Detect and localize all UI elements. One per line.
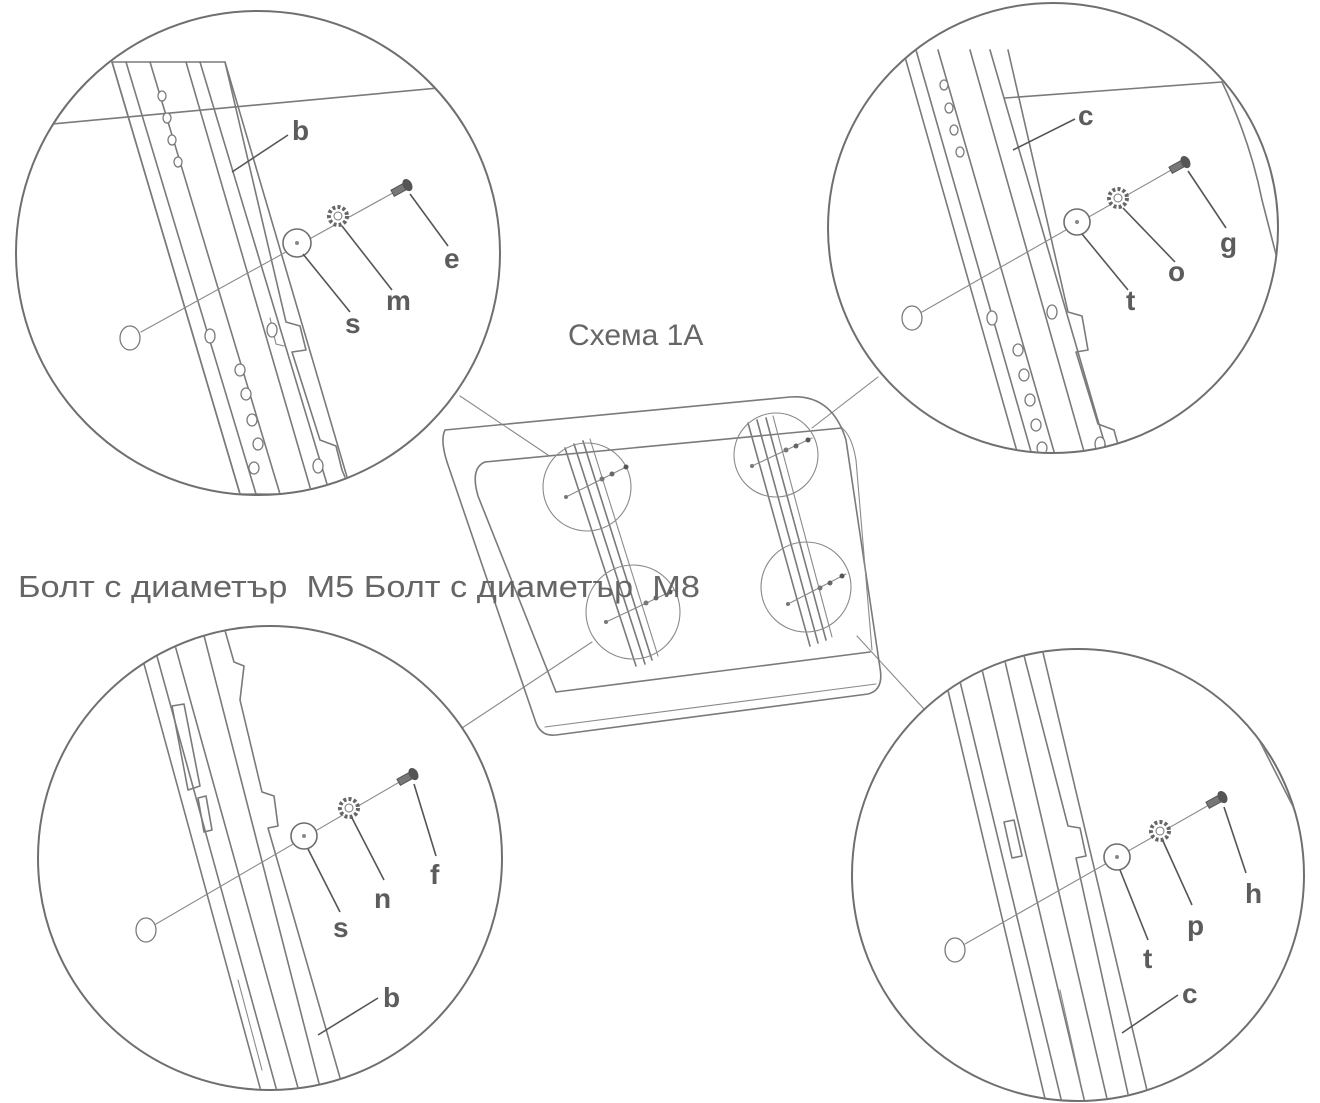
mount-point-top-right xyxy=(733,412,819,498)
leader-nut xyxy=(351,817,385,881)
leader-nut xyxy=(1162,840,1193,906)
bracket-holes xyxy=(939,79,1106,452)
label-bolt: e xyxy=(444,243,460,274)
panel-hole xyxy=(901,305,923,331)
bracket-slot xyxy=(197,795,213,833)
panel-top-face-edge xyxy=(484,427,843,463)
leader-washer xyxy=(302,253,351,313)
label-bracket: c xyxy=(1078,100,1094,131)
diagram-title: Схема 1А xyxy=(568,319,703,352)
zoom-circle xyxy=(827,2,1279,454)
leader-bracket xyxy=(231,134,289,173)
center-bracket-left xyxy=(564,438,659,667)
bracket xyxy=(131,627,346,1089)
label-nut: m xyxy=(386,285,411,316)
mount-point-top-left xyxy=(542,442,632,532)
bolt xyxy=(390,178,413,198)
leader-nut xyxy=(341,225,393,291)
assembly-axis xyxy=(964,800,1217,945)
center-bracket-right xyxy=(747,415,833,647)
bracket xyxy=(935,650,1151,1100)
bolt-diameter-caption: Болт с диаметър М5 Болт с диаметър М8 xyxy=(18,569,700,604)
label-bolt: f xyxy=(430,859,440,890)
bolt xyxy=(1168,155,1191,175)
detail-top-right: c t o g xyxy=(827,2,1279,454)
leader-nut xyxy=(1122,207,1176,263)
leader-washer xyxy=(1081,233,1129,291)
panel-bevel-edge xyxy=(1221,81,1277,271)
nut xyxy=(327,205,349,227)
assembly-axis xyxy=(921,164,1181,313)
panel-edge-line xyxy=(1004,81,1223,99)
panel-bottom-edge xyxy=(544,683,877,728)
panel-left-bevel xyxy=(474,461,557,693)
washer xyxy=(290,822,318,850)
label-washer: t xyxy=(1143,943,1152,974)
assembly-axis xyxy=(140,188,401,333)
label-washer: t xyxy=(1126,285,1135,316)
bracket-slot xyxy=(1003,819,1023,859)
label-nut: p xyxy=(1187,910,1204,941)
leader-bolt xyxy=(1223,806,1247,874)
panel-hole xyxy=(135,917,157,943)
leader-washer xyxy=(1119,869,1149,941)
bracket-slot xyxy=(171,703,201,791)
connector-top-left xyxy=(459,395,549,456)
detail-top-left: b s m e xyxy=(15,10,501,496)
washer xyxy=(1103,843,1131,871)
detail-bottom-left: f n s b xyxy=(37,625,503,1091)
label-bolt: g xyxy=(1220,227,1237,258)
leader-bracket xyxy=(317,997,379,1036)
panel-hole xyxy=(944,937,966,963)
leader-bracket xyxy=(1121,994,1179,1034)
leader-bolt xyxy=(1187,170,1227,229)
label-washer: s xyxy=(333,912,349,943)
leader-washer xyxy=(307,848,341,913)
label-nut: n xyxy=(374,883,391,914)
assembly-axis xyxy=(155,776,409,925)
zoom-circle xyxy=(851,648,1305,1102)
panel-edge-line xyxy=(19,85,461,128)
connector-top-right xyxy=(811,376,879,429)
connector-bottom-left xyxy=(461,641,593,729)
label-nut: o xyxy=(1168,256,1185,287)
bolt xyxy=(396,767,419,787)
bracket xyxy=(111,61,353,494)
nut xyxy=(338,797,360,819)
leader-bolt xyxy=(413,783,437,857)
label-washer: s xyxy=(345,308,361,339)
panel-hole xyxy=(119,325,141,351)
detail-bottom-right: h p t c xyxy=(851,648,1305,1102)
label-bolt: h xyxy=(1245,878,1262,909)
washer xyxy=(1063,208,1091,236)
panel-outline xyxy=(442,396,882,737)
nut xyxy=(1107,187,1129,209)
panel-bottom-bevel xyxy=(555,651,871,693)
mount-point-bottom-left xyxy=(585,564,681,660)
connector-bottom-right xyxy=(856,635,925,710)
bracket-holes xyxy=(157,90,324,475)
washer xyxy=(282,228,312,258)
label-bracket: b xyxy=(292,115,309,146)
leader-bracket xyxy=(1012,118,1076,151)
tv-back-panel xyxy=(442,396,882,737)
mount-point-bottom-right xyxy=(760,541,852,633)
nut xyxy=(1149,820,1171,842)
leader-bolt xyxy=(409,193,449,247)
label-bracket: c xyxy=(1182,978,1198,1009)
panel-right-bevel xyxy=(841,427,873,651)
bolt xyxy=(1205,790,1228,810)
connector-lines xyxy=(459,376,925,729)
label-bracket: b xyxy=(383,982,400,1013)
